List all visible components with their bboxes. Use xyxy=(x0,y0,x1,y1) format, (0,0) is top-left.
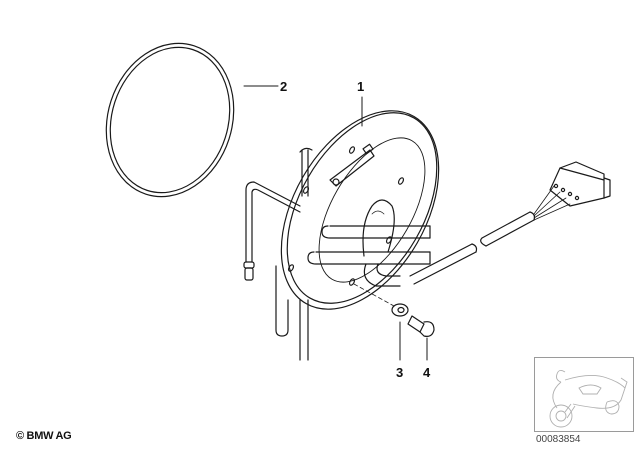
diagram-number: 00083854 xyxy=(536,434,581,445)
flange-plate xyxy=(280,110,440,310)
cable xyxy=(409,185,571,285)
bolt-part xyxy=(407,315,435,337)
pump-body xyxy=(362,199,395,257)
copyright-label: © BMW AG xyxy=(16,430,72,442)
callout-2: 2 xyxy=(280,79,288,94)
callout-4: 4 xyxy=(423,365,431,380)
sensor-fitting xyxy=(329,143,375,187)
callout-1: 1 xyxy=(357,79,365,94)
callout-3: 3 xyxy=(396,365,404,380)
motorcycle-icon xyxy=(549,369,628,428)
connector xyxy=(549,161,611,207)
hose-left xyxy=(243,147,313,361)
o-ring-part xyxy=(105,42,235,198)
hose-front xyxy=(307,225,431,287)
washer-part xyxy=(391,303,409,317)
motorcycle-thumbnail xyxy=(534,357,634,432)
